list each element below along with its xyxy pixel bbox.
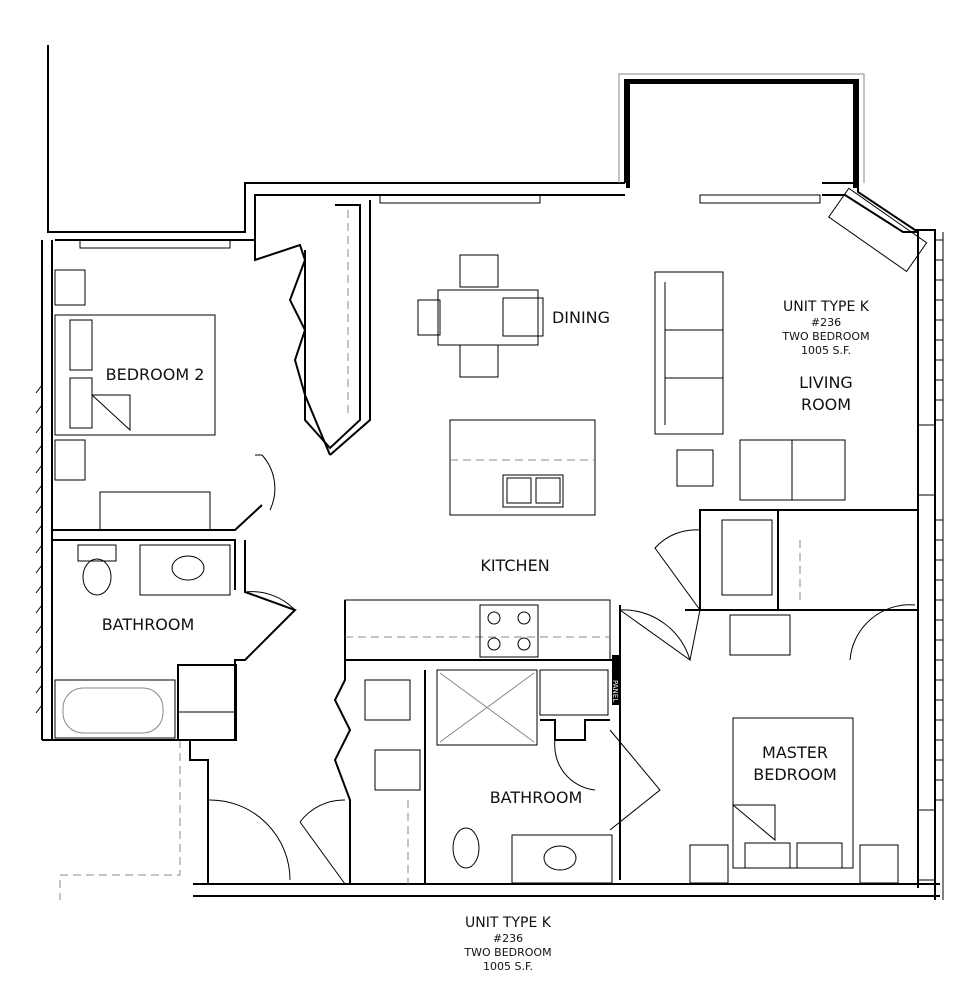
unit-type: UNIT TYPE K — [465, 915, 551, 931]
living-line2: ROOM — [800, 395, 852, 414]
unit-type: UNIT TYPE K — [783, 299, 869, 315]
unit-area: 1005 S.F. — [800, 344, 852, 357]
unit-bedrooms: TWO BEDROOM — [464, 946, 552, 959]
room-label-dining: DINING — [551, 308, 611, 327]
panel-label: PANEL — [611, 680, 619, 703]
unit-info-top: UNIT TYPE K #236 TWO BEDROOM 1005 S.F. — [782, 298, 869, 358]
unit-area: 1005 S.F. — [482, 960, 534, 973]
room-label-kitchen: KITCHEN — [480, 556, 550, 575]
room-label-living: LIVING ROOM — [799, 372, 853, 416]
room-label-master: MASTER BEDROOM — [753, 742, 837, 786]
master-line1: MASTER — [762, 743, 828, 762]
unit-number: #236 — [810, 316, 842, 329]
master-line2: BEDROOM — [753, 765, 837, 784]
exterior-walls — [35, 45, 944, 900]
unit-bedrooms: TWO BEDROOM — [782, 330, 870, 343]
furniture — [54, 187, 928, 884]
living-line1: LIVING — [799, 373, 853, 392]
room-label-bathroom-center: BATHROOM — [489, 788, 583, 807]
room-label-bathroom-left: BATHROOM — [101, 615, 195, 634]
room-label-bedroom2: BEDROOM 2 — [105, 365, 205, 384]
unit-number: #236 — [492, 932, 524, 945]
unit-info-bottom: UNIT TYPE K #236 TWO BEDROOM 1005 S.F. — [464, 914, 551, 974]
